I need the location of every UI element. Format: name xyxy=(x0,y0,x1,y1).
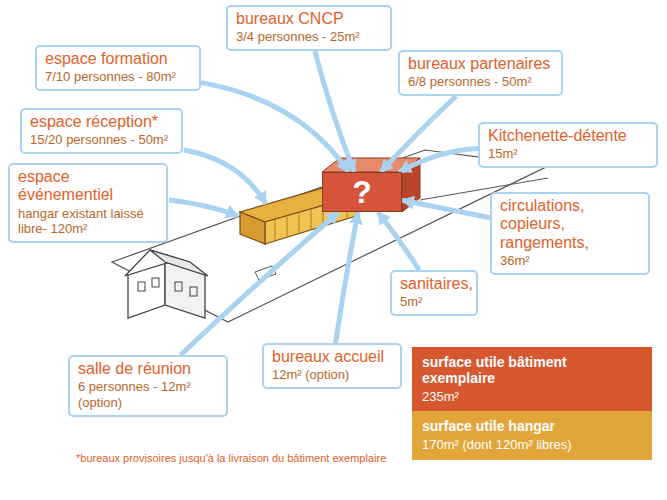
box-detail: 6/8 personnes - 50m² xyxy=(408,74,553,90)
box-title: ? xyxy=(352,176,372,208)
callout-arrow xyxy=(378,212,419,270)
callout-arrow xyxy=(399,149,478,173)
box-detail: 15m² xyxy=(488,146,648,162)
footnote: *bureaux provisoires jusqu'à la livraiso… xyxy=(76,452,386,464)
house-window xyxy=(175,282,182,291)
building-block: ? xyxy=(322,172,402,212)
hangar-rib xyxy=(275,220,276,240)
hangar-rib xyxy=(311,210,312,229)
box-detail: 36m² xyxy=(500,253,640,269)
box-detail: 15/20 personnes - 50m² xyxy=(30,132,173,148)
house-window xyxy=(152,278,159,287)
callout-arrow xyxy=(315,51,354,172)
box-title: espace réception* xyxy=(30,113,173,131)
box-title: bureaux accueil xyxy=(272,348,392,366)
hangar-end xyxy=(240,212,265,244)
callout-box: espace réception*15/20 personnes - 50m² xyxy=(20,108,183,154)
callout-box: espace événementielhangar existant laiss… xyxy=(8,163,168,243)
box-detail: 170m² (dont 120m² libres) xyxy=(422,437,642,453)
house-roof-side xyxy=(150,250,208,276)
callout-box: bureaux CNCP3/4 personnes - 25m² xyxy=(226,5,392,51)
box-title: Kitchenette-détente xyxy=(488,127,648,145)
callout-box: espace formation7/10 personnes - 80m² xyxy=(35,45,201,91)
box-title: espace formation xyxy=(45,50,191,68)
box-title: bureaux CNCP xyxy=(236,10,382,28)
surface-panel: surface utile hangar 170m² (dont 120m² li… xyxy=(412,411,652,460)
callout-box: Kitchenette-détente15m² xyxy=(478,122,658,168)
box-detail: 235m² xyxy=(422,389,642,405)
callout-box: bureaux partenaires6/8 personnes - 50m² xyxy=(398,50,563,96)
callout-box: sanitaires,5m² xyxy=(390,270,478,316)
box-title: espace événementiel xyxy=(18,168,158,205)
callout-arrow xyxy=(402,200,490,218)
box-detail: 6 personnes - 12m² (option) xyxy=(78,379,218,410)
leader-arrow xyxy=(169,200,238,216)
callout-arrow xyxy=(181,212,339,355)
box-detail: 5m² xyxy=(400,294,468,310)
hangar-rib xyxy=(299,213,300,232)
callout-box: salle de réunion6 personnes - 12m² (opti… xyxy=(68,355,228,417)
box-detail: hangar existant laissé libre- 120m² xyxy=(18,206,158,237)
leader-arrow xyxy=(184,150,266,204)
box-title: surface utile hangar xyxy=(422,418,642,434)
hangar-rib xyxy=(287,217,288,237)
surface-panel: surface utile bâtiment exemplaire 235m² xyxy=(412,347,652,412)
box-detail: 12m² (option) xyxy=(272,367,392,383)
box-title: bureaux partenaires xyxy=(408,55,553,73)
house-window xyxy=(190,287,197,296)
box-title: circulations, copieurs, rangements, xyxy=(500,197,640,252)
callout-box: bureaux accueil12m² (option) xyxy=(262,343,402,389)
box-title: sanitaires, xyxy=(400,275,468,293)
callout-arrow xyxy=(336,212,359,343)
box-detail: 3/4 personnes - 25m² xyxy=(236,29,382,45)
house-window xyxy=(138,282,145,291)
box-title: salle de réunion xyxy=(78,360,218,378)
box-detail: 7/10 personnes - 80m² xyxy=(45,69,191,85)
site-ground xyxy=(112,150,548,322)
box-title: surface utile bâtiment exemplaire xyxy=(422,354,642,386)
callout-box: circulations, copieurs, rangements,36m² xyxy=(490,192,650,275)
